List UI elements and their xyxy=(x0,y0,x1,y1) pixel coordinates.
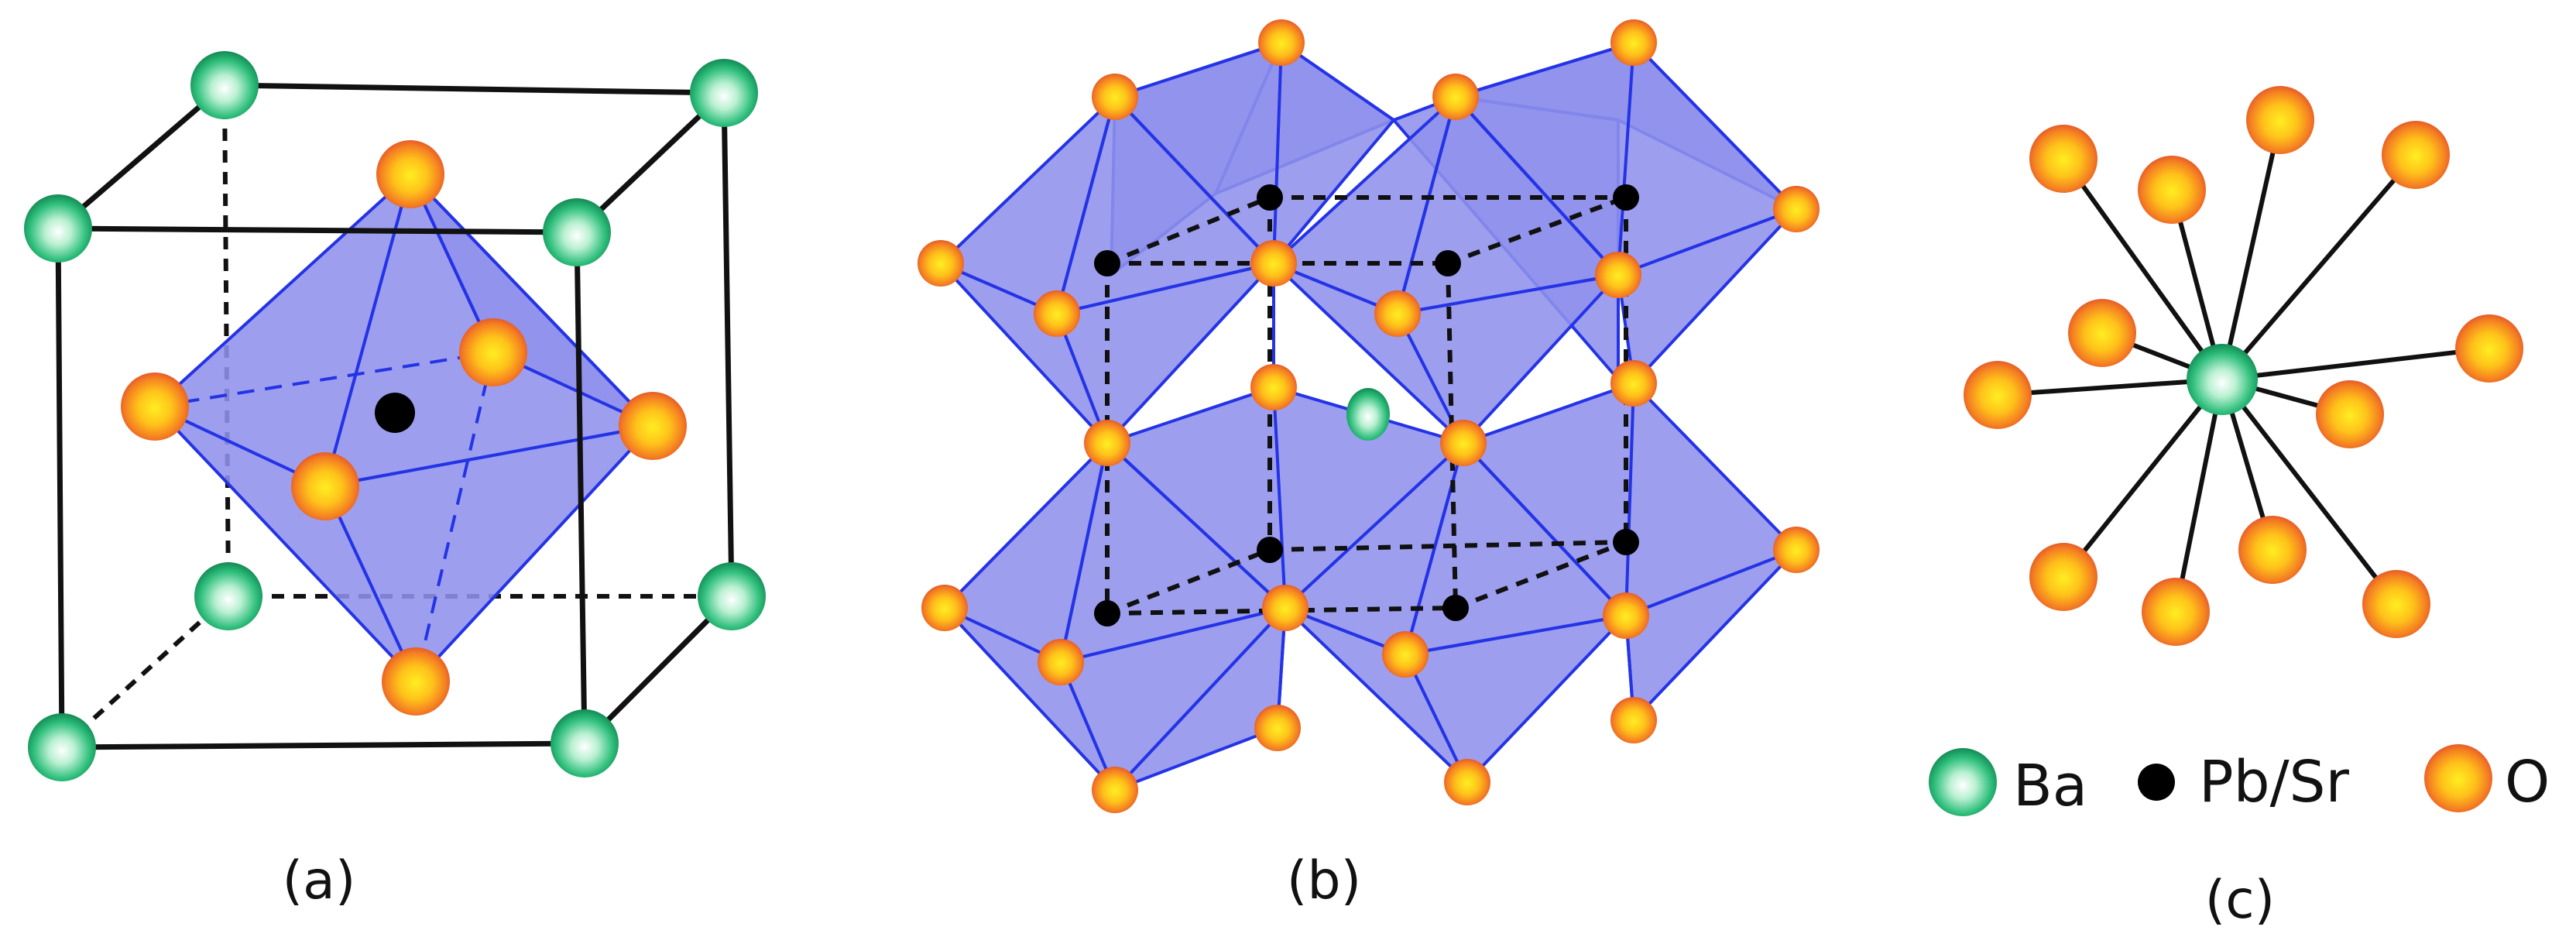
o-atom xyxy=(121,372,189,441)
o-atom xyxy=(2029,125,2098,193)
ba-atom xyxy=(1346,388,1390,441)
o-atom xyxy=(1432,74,1479,120)
o-atom xyxy=(376,140,444,208)
ba-atom xyxy=(543,198,611,266)
panel-a-caption: (a) xyxy=(283,850,356,911)
octahedron-face xyxy=(1404,614,1628,784)
pb-sr-atom xyxy=(1257,184,1283,211)
octahedron-hidden-edge xyxy=(154,351,494,408)
o-atom xyxy=(918,240,964,287)
ba-atom xyxy=(28,713,96,781)
o-atom xyxy=(1262,585,1309,631)
pb-sr-atom xyxy=(1613,184,1639,211)
pb-sr-atom xyxy=(375,393,415,433)
pb-sr-atom xyxy=(1257,537,1283,563)
o-atom xyxy=(2362,570,2430,638)
cell-edge xyxy=(574,232,588,744)
o-atom xyxy=(2068,299,2136,367)
o-atom xyxy=(1610,697,1657,743)
pb-sr-atom xyxy=(1435,250,1461,276)
o-atom xyxy=(2238,516,2307,584)
ba-atom xyxy=(690,59,758,127)
o-atom xyxy=(459,318,527,386)
cell-edge xyxy=(582,594,734,746)
o-atom xyxy=(1092,74,1138,120)
octahedron-face xyxy=(324,424,654,683)
o-atoms xyxy=(918,19,1820,813)
o-atom xyxy=(1773,527,1820,573)
cell-edge xyxy=(57,225,578,235)
o-atom xyxy=(1610,19,1657,66)
ba-atom xyxy=(551,709,619,778)
legend: Ba Pb/Sr O xyxy=(1929,744,2550,819)
cell-edge-hidden xyxy=(60,594,231,750)
cell-edge xyxy=(56,83,227,231)
o-atom xyxy=(1250,364,1297,410)
pb-sr-atom xyxy=(1613,529,1639,555)
octahedron-hidden-edge xyxy=(414,352,495,682)
o-atom xyxy=(921,585,968,631)
o-atom xyxy=(1092,767,1138,813)
o-atom xyxy=(1595,252,1641,298)
o-atom xyxy=(1444,759,1490,805)
ba-atom xyxy=(698,562,766,630)
pb-sr-atom xyxy=(1094,250,1120,276)
o-atom xyxy=(2142,578,2210,646)
o-atom xyxy=(1773,186,1820,232)
o-atom xyxy=(1374,290,1421,337)
pb-sr-atom xyxy=(1442,595,1469,621)
o-atom xyxy=(1254,705,1301,751)
legend-label-o: O xyxy=(2505,749,2550,815)
cell-edge xyxy=(721,92,735,597)
o-atom xyxy=(1038,639,1084,685)
o-atom-icon xyxy=(2424,744,2492,812)
ba-atom xyxy=(2187,344,2258,415)
ba-atom xyxy=(194,562,262,630)
cell-edge xyxy=(224,82,725,96)
o-atom xyxy=(1603,592,1649,639)
cell-edge xyxy=(61,740,585,750)
cell-edge xyxy=(55,228,65,748)
panel-c-ba-coordination xyxy=(1964,86,2523,646)
o-atom xyxy=(2029,543,2098,611)
panel-c-caption: (c) xyxy=(2205,870,2275,931)
o-atom xyxy=(1964,361,2032,429)
octahedron-face xyxy=(1055,262,1275,445)
ba-atom-icon xyxy=(1929,748,1997,816)
o-atom xyxy=(1258,19,1305,66)
o-atom xyxy=(1250,240,1297,287)
pb-sr-atom-icon xyxy=(2138,764,2175,801)
ba-atom xyxy=(190,51,259,119)
o-atom xyxy=(1382,631,1429,678)
legend-label-pb-sr: Pb/Sr xyxy=(2199,749,2350,815)
o-atom xyxy=(382,647,450,716)
o-atom xyxy=(2138,156,2206,224)
panel-b-octahedral-network xyxy=(918,19,1820,813)
pb-sr-atom xyxy=(1094,600,1120,626)
panel-a-unit-cell xyxy=(24,51,766,781)
o-atom xyxy=(2246,86,2314,154)
o-atom xyxy=(1034,290,1080,337)
o-atom xyxy=(1440,420,1487,466)
legend-label-ba: Ba xyxy=(2013,753,2087,819)
o-atom xyxy=(2316,380,2384,448)
o-atom xyxy=(1610,360,1657,407)
o-atom xyxy=(619,392,687,460)
o-atom xyxy=(2382,121,2450,189)
o-atom xyxy=(291,452,359,520)
o-atom xyxy=(1084,420,1130,466)
ba-atom xyxy=(24,194,92,263)
panel-b-caption: (b) xyxy=(1287,850,1361,911)
o-atom xyxy=(2455,314,2523,383)
